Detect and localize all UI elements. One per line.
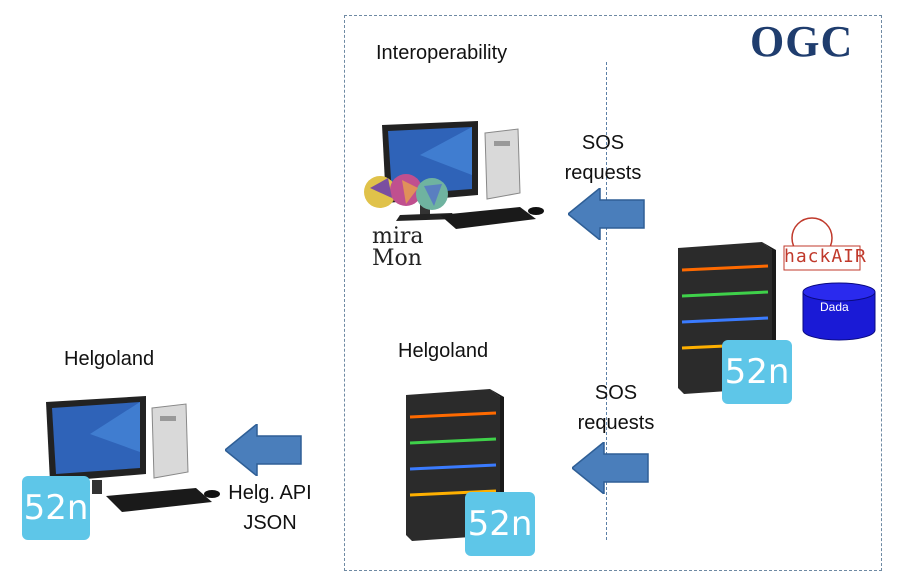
badge-text: 52n — [467, 504, 533, 544]
dada-label: Dada — [820, 300, 849, 314]
ogc-logo: OGC — [750, 17, 854, 66]
sos-requests-label-top: SOS requests — [555, 128, 651, 188]
logo-52n-badge: 52n — [722, 340, 792, 404]
helgoland-client-label: Helgoland — [64, 348, 155, 370]
hackair-label: hackAIR — [784, 246, 867, 267]
desktop-computer-icon — [46, 396, 220, 512]
sos-label-line2: requests — [564, 162, 642, 184]
logo-52n-badge: 52n — [22, 476, 90, 540]
ogc-interoperability-frame — [344, 15, 882, 571]
sos-label-line1: SOS — [581, 132, 625, 154]
arrow-left-icon — [568, 188, 645, 240]
helg-api-label: Helg. API JSON — [222, 478, 318, 538]
sos-label-line2: requests — [577, 412, 655, 434]
hackair-balloon-icon — [783, 217, 861, 271]
divider-line — [606, 62, 607, 540]
api-label-line1: Helg. API — [228, 482, 312, 504]
miramon-wordmark: mira Mon — [372, 226, 424, 270]
arrow-left-icon — [225, 424, 302, 476]
arrow-left-icon — [572, 442, 649, 494]
miramon-text-top: mira — [372, 224, 424, 249]
badge-text: 52n — [23, 488, 89, 528]
sos-label-line1: SOS — [594, 382, 638, 404]
miramon-logo-icon — [364, 174, 448, 210]
interoperability-title: Interoperability — [376, 42, 508, 64]
logo-52n-badge: 52n — [465, 492, 535, 556]
sos-requests-label-bottom: SOS requests — [568, 378, 664, 438]
badge-text: 52n — [724, 352, 790, 392]
api-label-line2: JSON — [243, 512, 297, 534]
helgoland-server-label: Helgoland — [398, 340, 489, 362]
miramon-text-bottom: Mon — [372, 246, 422, 271]
database-icon — [802, 282, 876, 341]
